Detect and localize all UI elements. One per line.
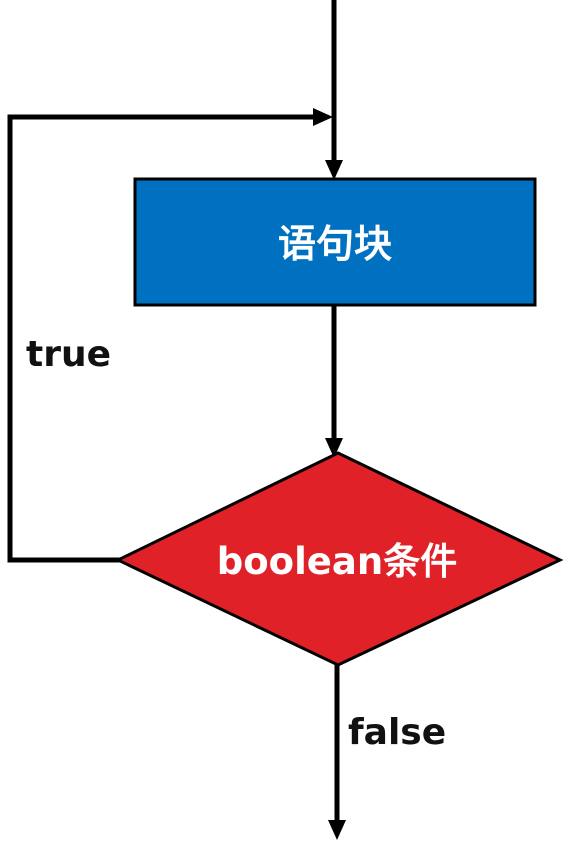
process-box xyxy=(133,177,537,307)
loop-true-label: true xyxy=(26,334,111,375)
decision-label: boolean条件 xyxy=(217,540,457,583)
process-label: 语句块 xyxy=(278,222,392,266)
entry-arrowhead xyxy=(325,160,343,180)
exit-false-label: false xyxy=(348,712,446,753)
exit-arrowhead xyxy=(328,820,346,840)
process-to-decision-arrowhead xyxy=(325,438,343,458)
loop-back-arrowhead xyxy=(313,108,333,126)
loop-back-connector xyxy=(7,114,318,563)
